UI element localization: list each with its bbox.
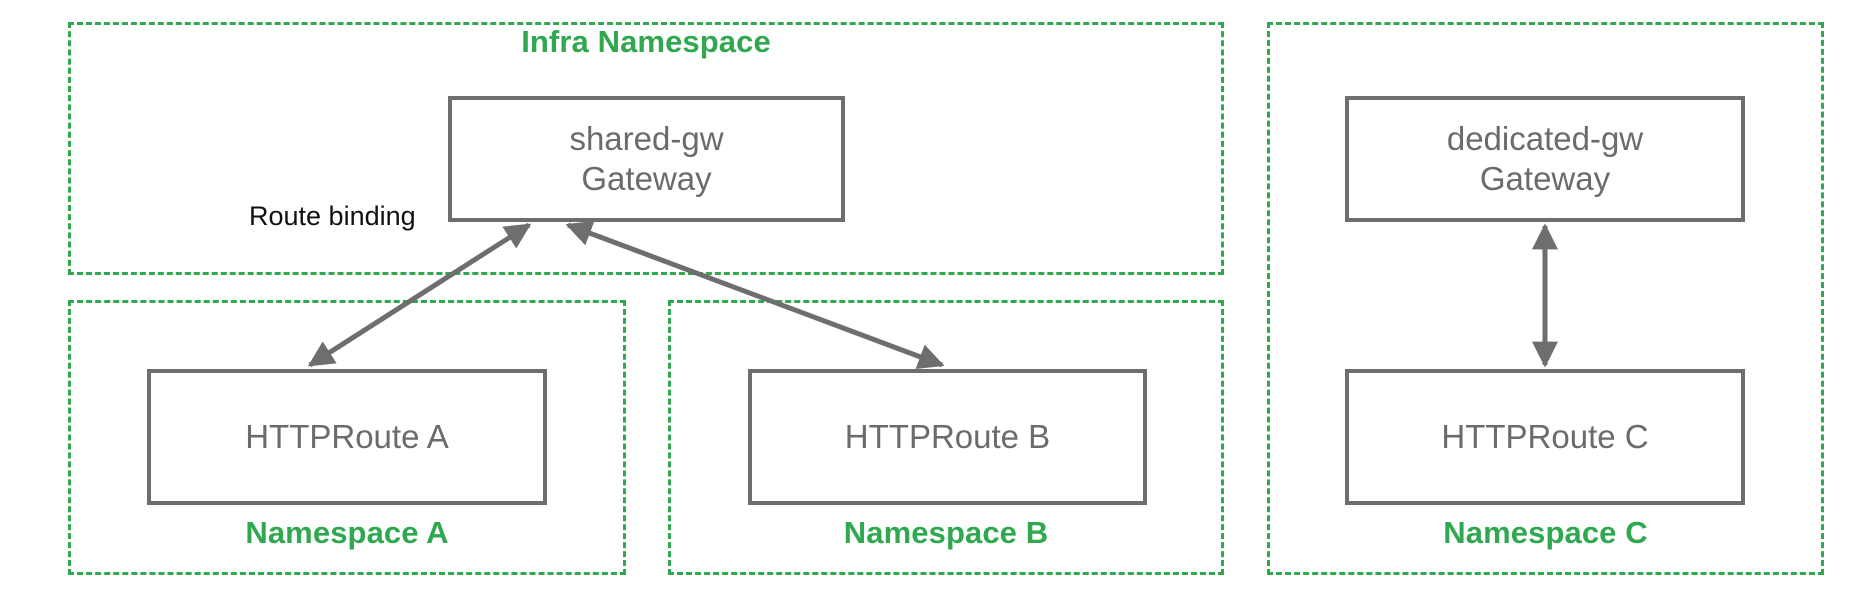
edge-label-route-binding: Route binding xyxy=(249,201,416,231)
node-dedicated-gw-gateway[interactable]: dedicated-gw Gateway xyxy=(1345,96,1745,222)
node-httproute-a[interactable]: HTTPRoute A xyxy=(147,369,547,505)
node-httproute-c[interactable]: HTTPRoute C xyxy=(1345,369,1745,505)
namespace-label-infra: Infra Namespace xyxy=(521,24,771,59)
namespace-label-c: Namespace C xyxy=(1443,515,1648,550)
node-httproute-b[interactable]: HTTPRoute B xyxy=(748,369,1147,505)
node-shared-gw-gateway[interactable]: shared-gw Gateway xyxy=(448,96,845,222)
namespace-label-a: Namespace A xyxy=(245,515,449,550)
namespace-label-b: Namespace B xyxy=(843,515,1049,550)
namespace-box-b xyxy=(668,300,1224,575)
namespace-box-c xyxy=(1267,22,1824,575)
